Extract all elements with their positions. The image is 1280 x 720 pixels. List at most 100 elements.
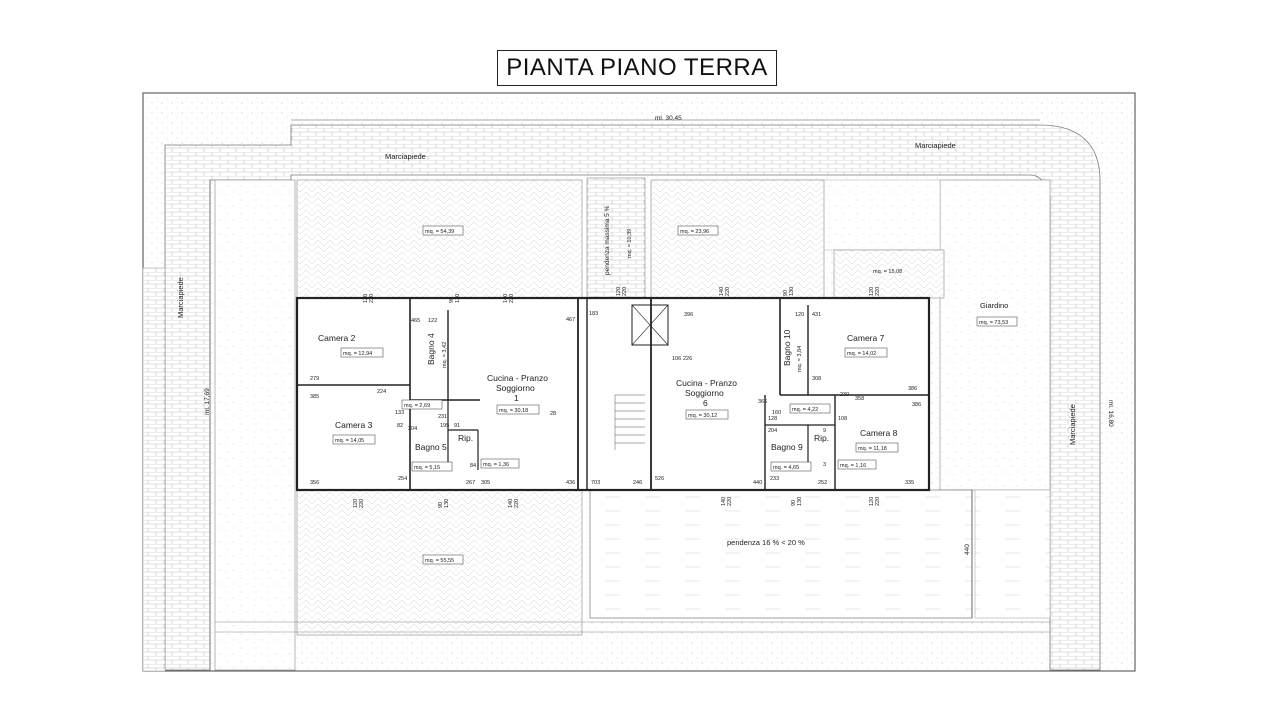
opening-12: 90130 (791, 497, 803, 506)
dim-43: 230 (840, 392, 849, 398)
dim-11: 356 (310, 480, 319, 486)
dim-38: 160 (772, 410, 781, 416)
camera3-area: mq. = 14,05 (335, 438, 364, 444)
dim-right: ml. 16,80 (1107, 400, 1114, 427)
area-top-left: mq. = 54,39 (425, 229, 454, 235)
dim-29: 335 (905, 480, 914, 486)
cucina1-name1: Cucina - Pranzo (487, 373, 548, 383)
dim-10: 204 (408, 426, 417, 432)
dim-41: 3 (823, 462, 826, 468)
ramp-top (586, 177, 646, 299)
opening-4: 140220 (719, 287, 731, 296)
paved-top-left (296, 179, 583, 299)
ramp-bottom-right (974, 489, 1051, 619)
dim-25: 108 (838, 416, 847, 422)
ramp-bottom (589, 489, 973, 619)
bagno5-name: Bagno 5 (415, 442, 447, 452)
dim-35: 28 (550, 411, 556, 417)
dim-30: 526 (655, 476, 664, 482)
area-ramp-mid: mq. = 10,39 (627, 229, 633, 258)
dim-left: ml. 17,69 (204, 388, 211, 415)
dim-5: 224 (377, 389, 386, 395)
opening-13: 120220 (869, 497, 881, 506)
pendenza-ramp-label: pendenza 16 % < 20 % (727, 538, 805, 547)
building-walls (295, 296, 931, 492)
bagno9-name: Bagno 9 (771, 442, 803, 452)
camera7-area: mq. = 14,02 (847, 351, 876, 357)
dim-18: 120 (795, 312, 804, 318)
dim-24: 106 (672, 356, 681, 362)
cucina1-name2: Soggiorno (496, 383, 535, 393)
paved-top-right-a (650, 179, 825, 299)
rooms-right: Cucina - Pranzo Soggiorno 6 mq. = 30,12 … (676, 329, 899, 472)
bagno10-area: mq. = 3,84 (797, 346, 803, 372)
dim-slope: 440 (964, 544, 971, 555)
dim-16: 396 (684, 312, 693, 318)
opening-0: 120220 (363, 294, 375, 303)
dim-8: 82 (397, 423, 403, 429)
garden (939, 179, 1051, 491)
marciapiede-label-tl: Marciapiede (385, 152, 426, 161)
camera8-name: Camera 8 (860, 428, 898, 438)
opening-dimensions: 120220 90130 140220 120220 140220 90130 … (353, 287, 881, 508)
opening-3: 120220 (616, 287, 628, 296)
dim-13: 267 (466, 480, 475, 486)
camera2-name: Camera 2 (318, 333, 356, 343)
wall-dimensions: 465 122 467 279 385 224 133 231 82 195 2… (310, 311, 921, 486)
opening-6: 120220 (869, 287, 881, 296)
area-top-right-a: mq. = 23,96 (680, 229, 709, 235)
opening-2: 140220 (503, 294, 515, 303)
sidewalk (164, 124, 1101, 671)
camera2-area: mq. = 12,94 (343, 351, 372, 357)
dim-33: 204 (768, 428, 777, 434)
dim-22: 358 (855, 396, 864, 402)
giardino-label: Giardino (980, 301, 1008, 310)
dim-21: 308 (812, 376, 821, 382)
rip6-area: mq. = 1,16 (840, 463, 866, 469)
dim-14: 436 (566, 480, 575, 486)
bagno10-name: Bagno 10 (782, 329, 792, 366)
dim-27: 440 (753, 480, 762, 486)
dim-39: 305 (481, 480, 490, 486)
sidewalk-left-strip (142, 267, 166, 672)
dim-28: 252 (818, 480, 827, 486)
paved-top-right-b (833, 249, 945, 299)
dim-1: 122 (428, 318, 437, 324)
disimp1-area: mq. = 2,69 (404, 403, 430, 409)
bagno4-area: mq. = 3,42 (442, 342, 448, 368)
dim-2: 467 (566, 317, 575, 323)
dim-0: 465 (411, 318, 420, 324)
dim-23: 386 (912, 402, 921, 408)
marciapiede-label-right: Marciapiede (1068, 404, 1077, 445)
dim-6: 133 (395, 410, 404, 416)
dim-31: 128 (768, 416, 777, 422)
dim-9: 195 (440, 423, 449, 429)
dim-40: 233 (770, 476, 779, 482)
dim-37: 246 (633, 480, 642, 486)
left-lawn (214, 179, 296, 671)
cucina1-area: mq. = 30,18 (499, 408, 528, 414)
rip6-name: Rip. (814, 433, 829, 443)
disimp6-area: mq. = 4,22 (792, 407, 818, 413)
dim-20: 386 (908, 386, 917, 392)
cucina6-num: 6 (703, 398, 708, 408)
dim-34: 84 (470, 463, 476, 469)
dim-26: 366 (758, 399, 767, 405)
area-bottom-left: mq. = 55,55 (425, 558, 454, 564)
area-giardino: mq. = 73,53 (979, 320, 1008, 326)
dim-42: 9 (823, 428, 826, 434)
drawing-title: PIANTA PIANO TERRA (497, 50, 777, 86)
dim-19: 431 (812, 312, 821, 318)
pendenza-massima-label: pendenza massima 5 % (604, 205, 611, 275)
dim-36: 703 (591, 480, 600, 486)
rip1-area: mq. = 1,36 (483, 462, 509, 468)
dim-7: 231 (438, 414, 447, 420)
opening-10: 140220 (508, 499, 520, 508)
dim-32: 91 (454, 423, 460, 429)
dim-15: 183 (589, 311, 598, 317)
camera7-name: Camera 7 (847, 333, 885, 343)
cucina6-area: mq. = 30,12 (688, 413, 717, 419)
bagno4-name: Bagno 4 (426, 333, 436, 365)
bagno9-area: mq. = 4,65 (773, 465, 799, 471)
outside-areas: mq. = 54,39 mq. = 23,96 mq. = 15,08 mq. … (422, 225, 1018, 565)
